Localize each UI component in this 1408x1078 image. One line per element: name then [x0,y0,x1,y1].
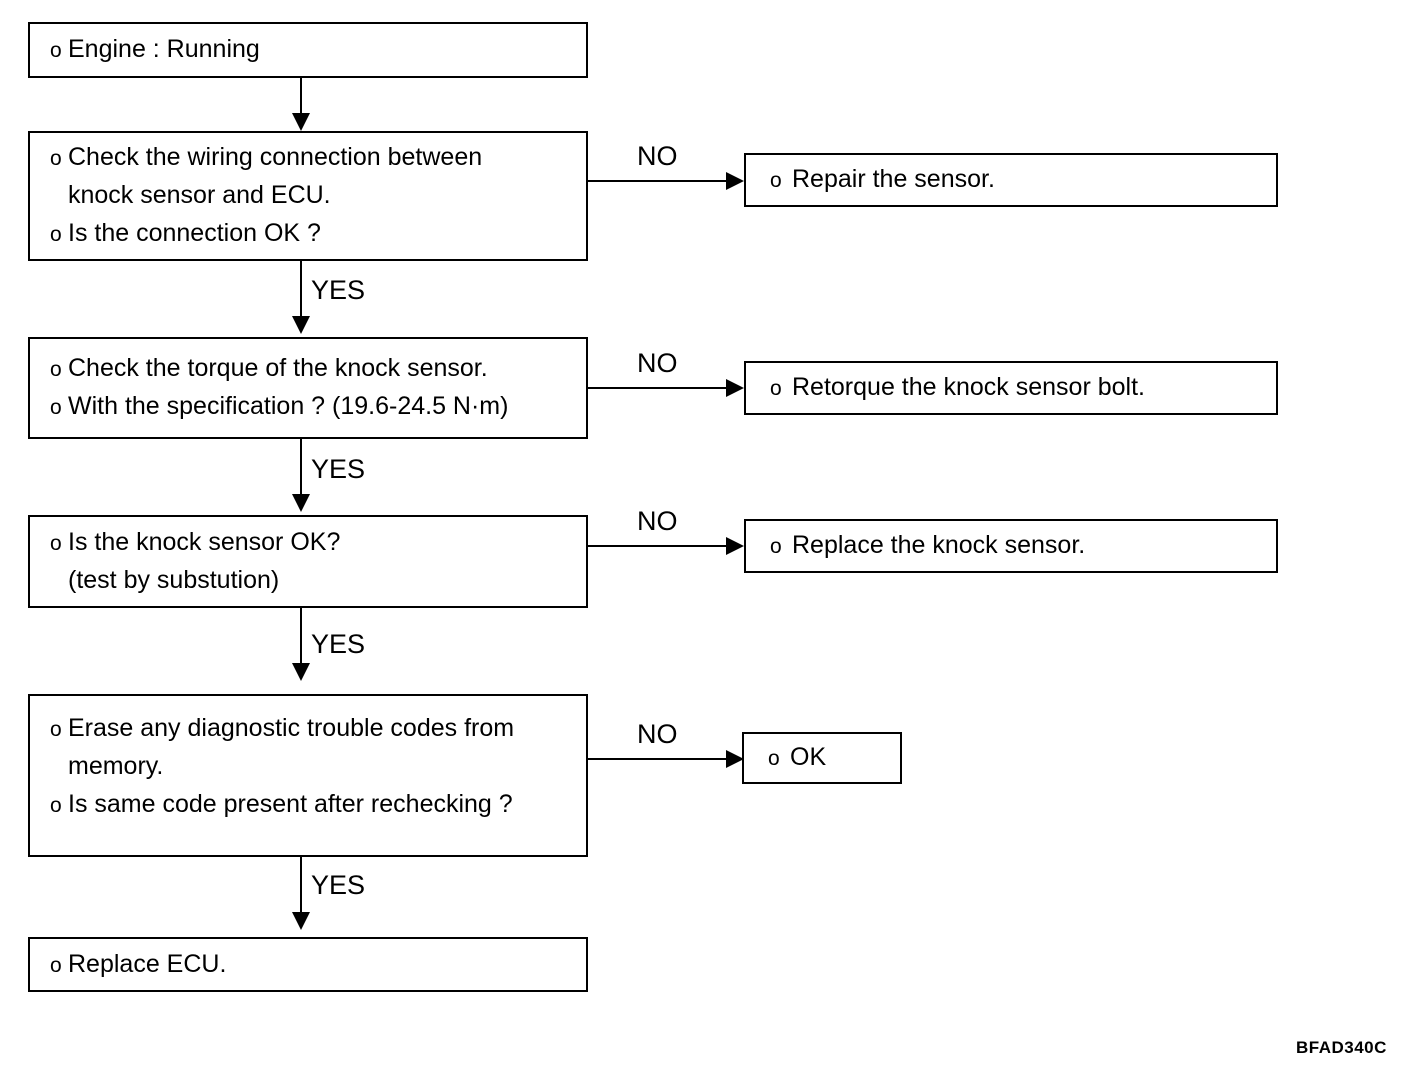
edge-label-no-1: NO [637,141,678,171]
connector-torque-no [588,387,736,389]
edge-label-yes-3: YES [311,629,366,659]
arrow-down-icon [292,494,310,512]
edge-label-no-4: NO [637,719,678,749]
node-text: Repair the sensor. [792,165,995,193]
node-erase-codes: o Erase any diagnostic trouble codes fro… [28,694,588,857]
node-text: OK [790,743,827,771]
node-replace-sensor: o Replace the knock sensor. [744,519,1278,573]
edge-label-no-2: NO [637,348,678,378]
bullet-icon: o [770,377,782,400]
arrow-down-icon [292,663,310,681]
connector-sensorok-no [588,545,736,547]
node-line: o Repair the sensor. [746,161,1276,199]
node-line: o With the specification ? (19.6-24.5 N·… [30,388,586,426]
node-engine-running: o Engine : Running [28,22,588,78]
bullet-icon: o [770,535,782,558]
edge-label-yes-2: YES [311,454,366,484]
node-line: o Replace ECU. [30,946,586,984]
edge-label-yes-1: YES [311,275,366,305]
node-line: o Erase any diagnostic trouble codes fro… [30,710,586,748]
node-line: o Check the wiring connection between [30,139,586,177]
node-text: Is the knock sensor OK? [68,527,341,556]
arrow-right-icon [726,379,744,397]
node-text: Check the torque of the knock sensor. [68,354,488,382]
edge-label-no-3: NO [637,506,678,536]
node-text: Replace ECU. [68,949,227,978]
node-line: o Retorque the knock sensor bolt. [746,369,1276,407]
figure-code-label: BFAD340C [1296,1038,1387,1057]
node-line: o OK [744,739,900,777]
bullet-icon: o [50,953,62,977]
node-check-torque: o Check the torque of the knock sensor. … [28,337,588,439]
edge-label-yes-4: YES [311,870,366,900]
bullet-icon: o [50,358,62,381]
node-line: o Is the knock sensor OK? [30,524,586,562]
bullet-icon: o [50,39,62,62]
arrow-down-icon [292,316,310,334]
node-text: memory. [68,752,164,780]
node-line: o Check the torque of the knock sensor. [30,350,586,388]
node-line: o knock sensor and ECU. [30,177,586,215]
connector-wiring-yes [300,261,302,323]
node-sensor-ok: o Is the knock sensor OK? o (test by sub… [28,515,588,608]
node-repair-sensor: o Repair the sensor. [744,153,1278,207]
node-check-wiring: o Check the wiring connection between o … [28,131,588,261]
connector-start-to-wiring [300,78,302,120]
bullet-icon: o [50,531,62,555]
node-line: o Is same code present after rechecking … [30,786,586,824]
arrow-right-icon [726,750,744,768]
arrow-down-icon [292,912,310,930]
connector-wiring-no [588,180,736,182]
node-text: Retorque the knock sensor bolt. [792,373,1145,401]
arrow-right-icon [726,537,744,555]
node-line: o memory. [30,748,586,786]
node-text: Engine : Running [68,35,260,63]
connector-sensorok-yes [300,608,302,670]
node-text: knock sensor and ECU. [68,181,331,209]
node-retorque-bolt: o Retorque the knock sensor bolt. [744,361,1278,415]
bullet-icon: o [50,718,62,741]
node-text: Is same code present after rechecking ? [68,790,513,818]
connector-erase-no [588,758,736,760]
bullet-icon: o [768,747,780,770]
node-text: Is the connection OK ? [68,219,321,247]
arrow-down-icon [292,113,310,131]
node-text: With the specification ? (19.6-24.5 N·m) [68,392,509,420]
connector-torque-yes [300,439,302,501]
node-text: Erase any diagnostic trouble codes from [68,714,515,742]
bullet-icon: o [50,794,62,817]
connector-erase-yes [300,857,302,919]
node-line: o Is the connection OK ? [30,215,586,253]
node-replace-ecu: o Replace ECU. [28,937,588,992]
node-text: Replace the knock sensor. [792,531,1086,559]
bullet-icon: o [50,223,62,246]
node-ok-result: o OK [742,732,902,784]
node-line: o (test by substution) [30,562,586,600]
node-line: o Replace the knock sensor. [746,527,1276,565]
bullet-icon: o [50,396,62,419]
node-text: Check the wiring connection between [68,143,483,171]
node-line: o Engine : Running [30,31,586,69]
node-text: (test by substution) [68,565,280,594]
bullet-icon: o [770,169,782,192]
arrow-right-icon [726,172,744,190]
bullet-icon: o [50,147,62,170]
